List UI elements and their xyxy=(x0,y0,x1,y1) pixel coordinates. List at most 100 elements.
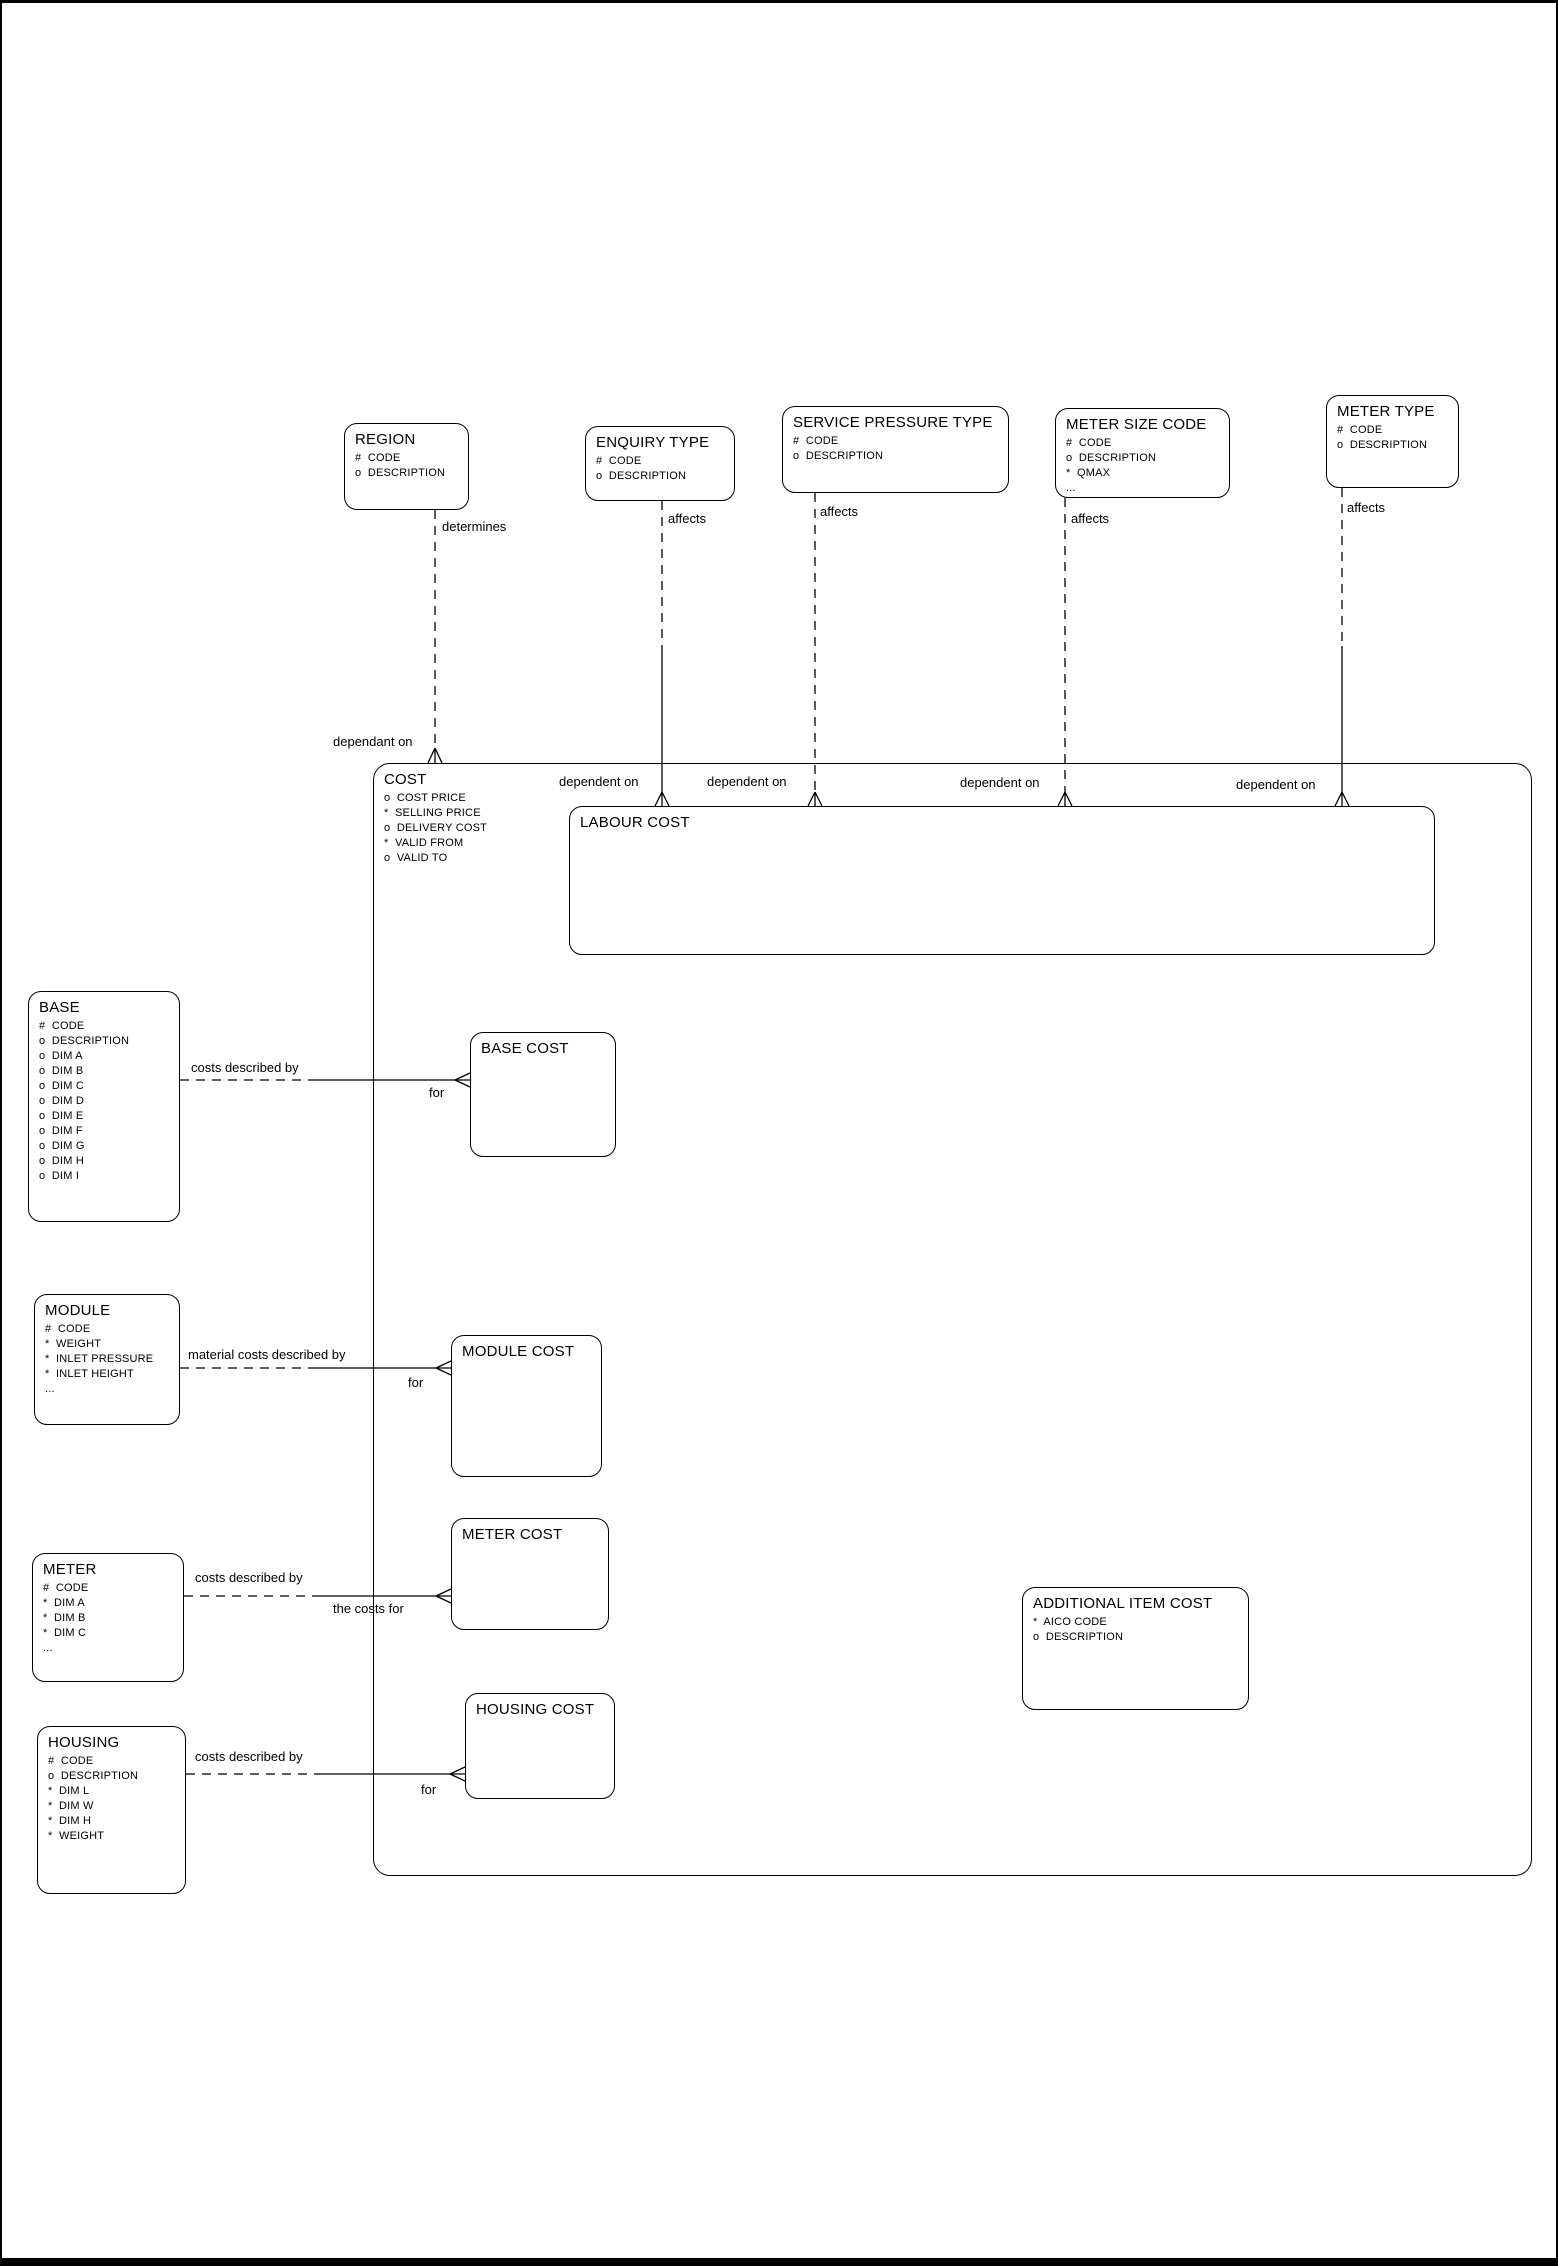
entity-title: REGION xyxy=(355,431,416,448)
rel-label-meter-size-near: affects xyxy=(1071,511,1110,526)
entity-attributes: # CODE o DESCRIPTION o DIM A o DIM B o DIM C… xyxy=(39,1019,170,1184)
entity-title: ADDITIONAL ITEM COST xyxy=(1033,1595,1213,1612)
attribute-row: # CODE xyxy=(1066,437,1112,449)
attribute-row: # CODE xyxy=(1337,424,1383,436)
attribute-row: o DESCRIPTION xyxy=(48,1770,139,1782)
attribute-row: * DIM A xyxy=(43,1597,85,1609)
attribute-row: o DIM A xyxy=(39,1050,83,1062)
attribute-row: o DIM G xyxy=(39,1140,85,1152)
attribute-row: o DIM F xyxy=(39,1125,83,1137)
rel-label-region-near: determines xyxy=(442,519,507,534)
attribute-row: * DIM H xyxy=(48,1815,92,1827)
entity-title: METER xyxy=(43,1561,97,1578)
entity-base-cost: BASE COST xyxy=(470,1032,616,1157)
entity-attributes: * AICO CODE o DESCRIPTION xyxy=(1033,1615,1239,1645)
attribute-row: o DESCRIPTION xyxy=(1033,1631,1124,1643)
rel-label-service-far: dependent on xyxy=(707,774,787,789)
entity-enquiry-type: ENQUIRY TYPE # CODE o DESCRIPTION xyxy=(585,426,735,501)
attribute-row: o DIM I xyxy=(39,1170,80,1182)
rel-label-region-far: dependant on xyxy=(333,734,413,749)
entity-attributes: # CODE o DESCRIPTION xyxy=(596,454,725,484)
entity-title: METER TYPE xyxy=(1337,403,1435,420)
attribute-row: ... xyxy=(45,1383,55,1395)
entity-attributes: # CODE * WEIGHT * INLET PRESSURE * INLET HE… xyxy=(45,1322,170,1397)
attribute-row: o DESCRIPTION xyxy=(39,1035,130,1047)
attribute-row: o DESCRIPTION xyxy=(793,450,884,462)
attribute-row: o DIM B xyxy=(39,1065,84,1077)
entity-module-cost: MODULE COST xyxy=(451,1335,602,1477)
attribute-row: ... xyxy=(43,1642,53,1654)
entity-title: HOUSING COST xyxy=(476,1701,595,1718)
entity-attributes: # CODE o DESCRIPTION xyxy=(1337,423,1449,453)
entity-attributes: # CODE * DIM A * DIM B * DIM C... xyxy=(43,1581,174,1656)
entity-attributes: # CODE o DESCRIPTION * DIM L * DIM W * DIM H… xyxy=(48,1754,176,1844)
rel-label-module-far: for xyxy=(408,1375,424,1390)
attribute-row: * AICO CODE xyxy=(1033,1616,1107,1628)
entity-title: METER COST xyxy=(462,1526,563,1543)
attribute-row: * DIM W xyxy=(48,1800,94,1812)
attribute-row: # CODE xyxy=(45,1323,91,1335)
entity-housing: HOUSING # CODE o DESCRIPTION * DIM L * DIM … xyxy=(37,1726,186,1894)
attribute-row: o DESCRIPTION xyxy=(1337,439,1428,451)
attribute-row: * SELLING PRICE xyxy=(384,807,481,819)
attribute-row: # CODE xyxy=(355,452,401,464)
attribute-row: o DIM C xyxy=(39,1080,84,1092)
entity-attributes: # CODE o DESCRIPTION xyxy=(355,451,459,481)
attribute-row: o DIM D xyxy=(39,1095,84,1107)
attribute-row: * DIM B xyxy=(43,1612,86,1624)
entity-module: MODULE # CODE * WEIGHT * INLET PRESSURE * I… xyxy=(34,1294,180,1425)
attribute-row: * INLET HEIGHT xyxy=(45,1368,134,1380)
attribute-row: o DESCRIPTION xyxy=(355,467,446,479)
entity-attributes: # CODE o DESCRIPTION xyxy=(793,434,999,464)
entity-title: SERVICE PRESSURE TYPE xyxy=(793,414,993,431)
entity-title: BASE xyxy=(39,999,80,1016)
attribute-row: o DIM E xyxy=(39,1110,84,1122)
entity-title: HOUSING xyxy=(48,1734,120,1751)
rel-label-meter-size-far: dependent on xyxy=(960,775,1040,790)
attribute-row: # CODE xyxy=(39,1020,85,1032)
entity-housing-cost: HOUSING COST xyxy=(465,1693,615,1799)
attribute-row: * WEIGHT xyxy=(48,1830,105,1842)
rel-label-enquiry-far: dependent on xyxy=(559,774,639,789)
attribute-row: * INLET PRESSURE xyxy=(45,1353,154,1365)
attribute-row: * WEIGHT xyxy=(45,1338,102,1350)
entity-labour-cost: LABOUR COST xyxy=(569,806,1435,955)
attribute-row: # CODE xyxy=(793,435,839,447)
rel-label-base-far: for xyxy=(429,1085,445,1100)
attribute-row: * VALID FROM xyxy=(384,837,464,849)
entity-title: METER SIZE CODE xyxy=(1066,416,1207,433)
rel-label-meter-near: costs described by xyxy=(195,1570,303,1585)
rel-label-meter-type-far: dependent on xyxy=(1236,777,1316,792)
crowfoot-region-cost xyxy=(427,747,443,764)
rel-label-housing-far: for xyxy=(421,1782,437,1797)
entity-title: ENQUIRY TYPE xyxy=(596,434,710,451)
rel-label-base-near: costs described by xyxy=(191,1060,299,1075)
rel-label-meter-type-near: affects xyxy=(1347,500,1386,515)
entity-title: LABOUR COST xyxy=(580,814,690,831)
entity-base: BASE # CODE o DESCRIPTION o DIM A o DIM B o … xyxy=(28,991,180,1222)
rel-label-module-near: material costs described by xyxy=(188,1347,346,1362)
attribute-row: * DIM C xyxy=(43,1627,87,1639)
attribute-row: # CODE xyxy=(43,1582,89,1594)
attribute-row: o COST PRICE xyxy=(384,792,466,804)
attribute-row: o DIM H xyxy=(39,1155,84,1167)
entity-title: MODULE xyxy=(45,1302,111,1319)
rel-label-service-near: affects xyxy=(820,504,859,519)
attribute-row: # CODE xyxy=(596,455,642,467)
rel-label-enquiry-near: affects xyxy=(668,511,707,526)
entity-attributes: o COST PRICE * SELLING PRICE o DELIVERY CO… xyxy=(384,791,1522,866)
entity-title: MODULE COST xyxy=(462,1343,575,1360)
entity-meter-cost: METER COST xyxy=(451,1518,609,1630)
attribute-row: o DESCRIPTION xyxy=(596,470,687,482)
entity-title: BASE COST xyxy=(481,1040,569,1057)
entity-region: REGION # CODE o DESCRIPTION xyxy=(344,423,469,510)
rel-label-meter-far: the costs for xyxy=(333,1601,404,1616)
attribute-row: o DELIVERY COST xyxy=(384,822,488,834)
attribute-row: # CODE xyxy=(48,1755,94,1767)
attribute-row: * DIM L xyxy=(48,1785,90,1797)
entity-additional-item-cost: ADDITIONAL ITEM COST * AICO CODE o DESCRI… xyxy=(1022,1587,1249,1710)
